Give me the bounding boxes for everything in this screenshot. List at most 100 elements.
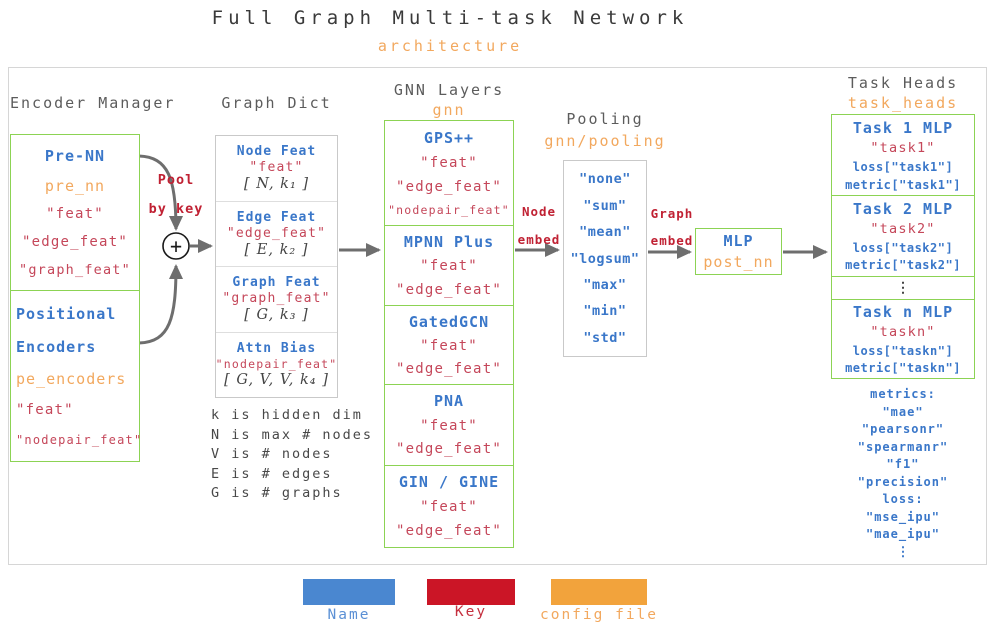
dimension-note: k is hidden dim: [211, 407, 363, 423]
task-block-key: "taskn": [870, 324, 936, 341]
graph-dict-heading: Graph Dict: [221, 94, 332, 112]
task-heads-config: task_heads: [847, 94, 959, 112]
gnn-block-name: PNA: [433, 392, 465, 411]
gnn-block-gin-gine: GIN / GINE "feat" "edge_feat": [385, 464, 513, 547]
pooling-option: "mean": [579, 224, 631, 241]
metrics-loss-list: metrics: "mae" "pearsonr" "spearmanr" "f…: [831, 386, 975, 561]
post-nn-config: post_nn: [703, 253, 774, 271]
gnn-block-key: "edge_feat": [396, 281, 502, 298]
node-embed-label-line: Node: [521, 204, 557, 219]
task-block-name: Task 1 MLP: [852, 118, 954, 137]
pooling-option: "none": [579, 171, 631, 188]
graph-dict-row-key: "edge_feat": [226, 226, 327, 242]
task-block-loss: loss["task2"]: [852, 240, 954, 255]
gnn-block-key: "feat": [420, 337, 478, 354]
pooling-option: "std": [583, 329, 627, 346]
encoder-manager-heading: Encoder Manager: [10, 94, 176, 112]
task-1-block: Task 1 MLP "task1" loss["task1"] metric[…: [832, 115, 974, 195]
graph-dict-row-key: "feat": [249, 160, 304, 176]
gnn-block-name: GatedGCN: [408, 312, 490, 331]
graph-dict-row-shape: [ G, k₃ ]: [244, 307, 309, 324]
task-block-key: "task1": [870, 140, 936, 157]
task-block-key: "task2": [870, 221, 936, 238]
metrics-ellipsis: ⋮: [896, 544, 910, 560]
positional-encoders-key: "nodepair_feat": [16, 432, 143, 447]
diagram-subtitle-config: architecture: [377, 37, 523, 55]
task-block-name: Task n MLP: [852, 303, 954, 321]
pooling-option: "max": [583, 276, 627, 293]
task-n-block: Task n MLP "taskn" loss["taskn"] metric[…: [832, 298, 974, 378]
metrics-list-line: loss:: [882, 492, 924, 506]
pre-nn-key: "feat": [46, 206, 104, 223]
legend-swatch-config-file: [551, 579, 647, 605]
graph-dict-row: Attn Bias "nodepair_feat" [ G, V, V, k₄ …: [216, 331, 337, 397]
graph-embed-label-line: embed: [650, 233, 694, 248]
task-ellipsis: ⋮: [832, 275, 974, 299]
node-embed-label: Node embed: [510, 198, 568, 254]
positional-encoders-key: "feat": [16, 402, 74, 419]
gnn-block-key: "edge_feat": [396, 441, 502, 458]
pre-nn-name: Pre-NN: [44, 146, 106, 165]
gnn-block-key: "nodepair_feat": [388, 202, 510, 217]
diagram-title: Full Graph Multi-task Network: [211, 7, 689, 29]
metrics-list-line: "mse_ipu": [865, 509, 941, 524]
task-block-loss: loss["taskn"]: [852, 343, 954, 358]
graph-dict-row-name: Edge Feat: [236, 210, 317, 226]
metrics-list-line: "pearsonr": [861, 422, 945, 436]
task-block-loss: loss["task1"]: [852, 159, 954, 174]
gnn-block-key: "feat": [420, 417, 478, 434]
task-block-metric: metric["task1"]: [845, 177, 961, 192]
graph-dict-row-name: Node Feat: [236, 144, 317, 160]
dimension-note: G is # graphs: [211, 485, 343, 501]
gnn-block-gpspp: GPS++ "feat" "edge_feat" "nodepair_feat": [385, 121, 513, 225]
post-nn-name: MLP: [723, 232, 754, 250]
gnn-block-key: "edge_feat": [396, 178, 502, 195]
graph-embed-label: Graph embed: [643, 200, 701, 254]
task-block-metric: metric["task2"]: [845, 258, 961, 273]
pooling-box: "none" "sum" "mean" "logsum" "max" "min"…: [563, 160, 647, 357]
gnn-block-gatedgcn: GatedGCN "feat" "edge_feat": [385, 305, 513, 384]
graph-dict-row: Graph Feat "graph_feat" [ G, k₃ ]: [216, 266, 337, 331]
gnn-block-key: "feat": [420, 258, 478, 275]
graph-dict-row-shape: [ E, k₂ ]: [244, 242, 309, 259]
legend-label-key: Key: [454, 604, 488, 620]
graph-dict-row: Edge Feat "edge_feat" [ E, k₂ ]: [216, 200, 337, 267]
gnn-block-name: MPNN Plus: [403, 232, 495, 251]
metrics-list-line: "precision": [857, 474, 949, 489]
metrics-list-line: metrics:: [870, 387, 936, 401]
legend-swatch-key: [427, 579, 515, 605]
graph-dict-row-shape: [ G, V, V, k₄ ]: [224, 372, 329, 389]
dimension-note: E is # edges: [211, 465, 333, 482]
graph-embed-label-line: Graph: [650, 206, 694, 221]
task-block-name: Task 2 MLP: [852, 199, 954, 218]
gnn-block-name: GPS++: [423, 128, 475, 147]
gnn-block-key: "feat": [420, 499, 478, 516]
task-2-block: Task 2 MLP "task2" loss["task2"] metric[…: [832, 195, 974, 276]
gnn-layers-box: GPS++ "feat" "edge_feat" "nodepair_feat"…: [384, 120, 514, 548]
diagram-frame: [8, 67, 987, 565]
legend-swatch-name: [303, 579, 395, 605]
pre-nn-box: Pre-NN pre_nn "feat" "edge_feat" "graph_…: [10, 134, 140, 291]
graph-dict-row-shape: [ N, k₁ ]: [243, 176, 310, 193]
task-heads-box: Task 1 MLP "task1" loss["task1"] metric[…: [831, 114, 975, 379]
metrics-list-line: "spearmanr": [857, 439, 949, 454]
gnn-layers-config: gnn: [432, 101, 466, 119]
pooling-option: "logsum": [570, 250, 640, 267]
legend-label-config-file: config file: [539, 607, 659, 623]
pooling-heading: Pooling: [566, 110, 644, 128]
dimension-notes: k is hidden dim N is max # nodes V is # …: [211, 406, 373, 504]
pre-nn-key: "edge_feat": [22, 234, 128, 251]
positional-encoders-name: Positional: [16, 305, 117, 324]
pooling-config: gnn/pooling: [544, 132, 666, 150]
positional-encoders-config: pe_encoders: [16, 369, 127, 388]
graph-dict-box: Node Feat "feat" [ N, k₁ ] Edge Feat "ed…: [215, 135, 338, 398]
task-heads-heading: Task Heads: [847, 74, 959, 92]
gnn-layers-heading: GNN Layers: [393, 81, 505, 99]
legend-label-name: Name: [327, 607, 371, 623]
gnn-block-key: "edge_feat": [396, 360, 502, 377]
pre-nn-key: "graph_feat": [19, 262, 131, 279]
pooling-option: "sum": [583, 197, 627, 214]
post-nn-mlp-box: MLP post_nn: [695, 228, 782, 275]
pool-by-key-label-line: Pool: [157, 172, 195, 188]
